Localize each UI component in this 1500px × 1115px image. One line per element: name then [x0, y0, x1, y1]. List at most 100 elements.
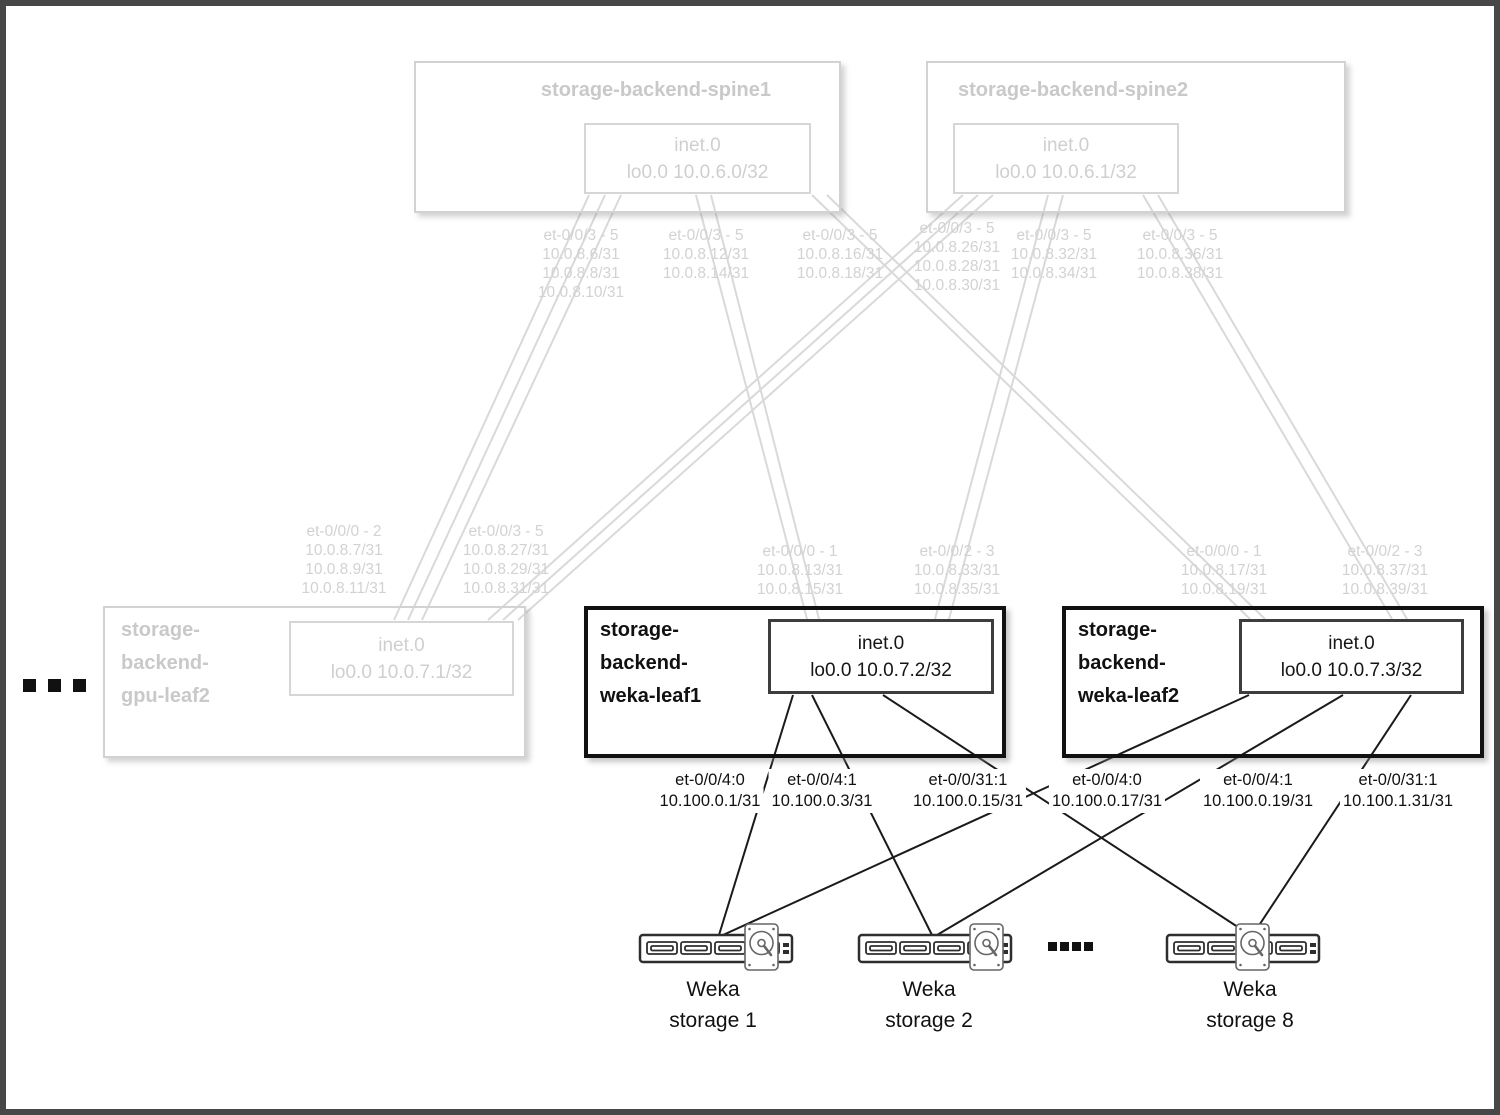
more-storages-ellipsis — [1048, 942, 1096, 951]
node-title: storage-backend-gpu-leaf2 — [121, 614, 210, 713]
port-ip: 10.100.0.1/31 — [659, 792, 761, 810]
access-port-label: et-0/0/4:0 10.100.0.17/31 — [1048, 769, 1166, 813]
ellipsis-dot — [23, 679, 36, 692]
text-line: 10.0.8.14/31 — [662, 265, 750, 282]
text-line: et-0/0/3 - 5 — [1142, 227, 1218, 244]
text-line: 10.0.8.31/31 — [462, 580, 550, 597]
ellipsis-dot — [73, 679, 86, 692]
text-line: et-0/0/3 - 5 — [468, 523, 544, 540]
route-table: inet.0 — [1042, 134, 1090, 156]
node-storage-backend-spine1: storage-backend-spine1 inet.0 lo0.0 10.0… — [414, 61, 841, 213]
ellipsis-dot — [1084, 942, 1093, 951]
port-label-group: et-0/0/0 - 1 10.0.8.17/31 10.0.8.19/31 — [1181, 542, 1267, 599]
weka-storage-1-icon — [637, 922, 795, 972]
text-line: backend- — [121, 652, 209, 674]
text-line: 10.0.8.28/31 — [913, 258, 1001, 275]
text-line: Weka — [902, 978, 956, 1001]
port-label-group: et-0/0/3 - 5 10.0.8.27/31 10.0.8.29/31 10.0… — [463, 522, 549, 598]
ellipsis-dot — [48, 679, 61, 692]
port-ip: 10.100.0.17/31 — [1051, 792, 1163, 810]
text-line: storage 2 — [885, 1009, 973, 1032]
server-disk-icon — [638, 923, 794, 971]
text-line: 10.0.8.19/31 — [1180, 581, 1268, 598]
route-table: inet.0 — [857, 632, 905, 654]
text-line: 10.0.8.35/31 — [913, 581, 1001, 598]
access-port-label: et-0/0/4:1 10.100.0.19/31 — [1199, 769, 1317, 813]
access-port-label: et-0/0/4:1 10.100.0.3/31 — [768, 769, 876, 813]
text-line: 10.0.8.11/31 — [301, 580, 387, 597]
text-line: 10.0.8.18/31 — [796, 265, 884, 282]
text-line: 10.0.8.8/31 — [542, 265, 620, 282]
text-line: 10.0.8.9/31 — [305, 561, 383, 578]
port-ip: 10.100.0.19/31 — [1202, 792, 1314, 810]
text-line: 10.0.8.38/31 — [1136, 265, 1224, 282]
access-port-label: et-0/0/4:0 10.100.0.1/31 — [656, 769, 764, 813]
loopback-address: lo0.0 10.0.7.2/32 — [810, 659, 952, 681]
inet-box: inet.0 lo0.0 10.0.7.2/32 — [768, 619, 994, 694]
port-label-group: et-0/0/0 - 1 10.0.8.13/31 10.0.8.15/31 — [757, 542, 843, 599]
text-line: storage- — [1078, 619, 1157, 641]
text-line: et-0/0/0 - 1 — [1186, 543, 1262, 560]
loopback-address: lo0.0 10.0.7.3/32 — [1280, 659, 1423, 681]
text-line: 10.0.8.33/31 — [913, 562, 1001, 579]
text-line: 10.0.8.34/31 — [1010, 265, 1098, 282]
text-line: 10.0.8.13/31 — [756, 562, 844, 579]
disk-icon — [1235, 923, 1270, 971]
text-line: et-0/0/0 - 1 — [762, 543, 838, 560]
text-line: 10.0.8.15/31 — [756, 581, 844, 598]
links-spine1-gpu-leaf2 — [393, 194, 622, 621]
text-line: 10.0.8.17/31 — [1180, 562, 1268, 579]
topology-links — [393, 194, 1412, 936]
disk-icon — [969, 923, 1004, 971]
text-line: et-0/0/2 - 3 — [1347, 543, 1423, 560]
text-line: 10.0.8.12/31 — [662, 246, 750, 263]
node-storage-backend-weka-leaf1: storage-backend-weka-leaf1 inet.0 lo0.0 … — [584, 606, 1006, 758]
inet-box: inet.0 lo0.0 10.0.7.3/32 — [1239, 619, 1464, 694]
links-weka-leaf2-storage — [722, 694, 1412, 936]
text-line: weka-leaf2 — [1078, 685, 1180, 707]
text-line: et-0/0/0 - 2 — [306, 523, 382, 540]
access-port-label: et-0/0/31:1 10.100.0.15/31 — [909, 769, 1027, 813]
text-line: et-0/0/3 - 5 — [1016, 227, 1092, 244]
text-line: 10.0.8.6/31 — [542, 246, 620, 263]
links-weka-leaf1-storage — [718, 694, 1248, 936]
ellipsis-dot — [1048, 942, 1057, 951]
text-line: 10.0.8.29/31 — [462, 561, 550, 578]
weka-storage-2-icon — [856, 922, 1014, 972]
route-table: inet.0 — [1328, 632, 1375, 654]
text-line: 10.0.8.27/31 — [462, 542, 550, 559]
text-line: 10.0.8.39/31 — [1341, 581, 1429, 598]
node-storage-backend-weka-leaf2: storage-backend-weka-leaf2 inet.0 lo0.0 … — [1062, 606, 1484, 758]
node-title: storage-backend-weka-leaf1 — [600, 614, 701, 713]
port-name: et-0/0/4:1 — [1223, 771, 1293, 789]
port-ip: 10.100.0.15/31 — [912, 792, 1024, 810]
text-line: storage 8 — [1206, 1009, 1294, 1032]
text-line: 10.0.8.30/31 — [913, 277, 1001, 294]
loopback-address: lo0.0 10.0.6.1/32 — [995, 161, 1137, 183]
server-disk-icon — [857, 923, 1013, 971]
loopback-address: lo0.0 10.0.7.1/32 — [330, 661, 473, 683]
text-line: et-0/0/3 - 5 — [543, 227, 619, 244]
port-name: et-0/0/31:1 — [928, 771, 1008, 789]
inet-box: inet.0 lo0.0 10.0.6.0/32 — [584, 123, 811, 194]
access-port-label: et-0/0/31:1 10.100.1.31/31 — [1339, 769, 1457, 813]
port-name: et-0/0/4:0 — [1072, 771, 1142, 789]
links-spine1-weka-leaf1 — [695, 194, 820, 620]
inet-box: inet.0 lo0.0 10.0.7.1/32 — [289, 621, 514, 696]
ellipsis-dot — [1060, 942, 1069, 951]
node-storage-backend-gpu-leaf2: storage-backend-gpu-leaf2 inet.0 lo0.0 1… — [103, 606, 526, 758]
text-line: 10.0.8.32/31 — [1010, 246, 1098, 263]
text-line: et-0/0/3 - 5 — [919, 220, 995, 237]
text-line: storage- — [600, 619, 679, 641]
weka-storage-8-icon — [1164, 922, 1322, 972]
text-line: 10.0.8.26/31 — [913, 239, 1001, 256]
